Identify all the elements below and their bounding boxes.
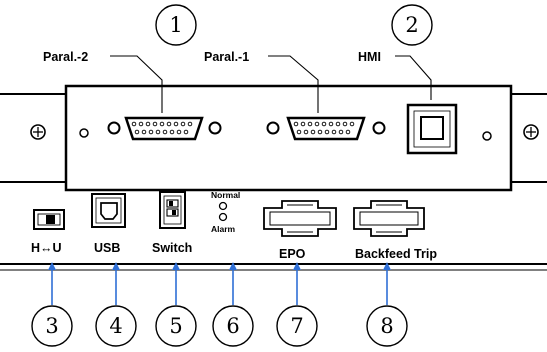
mount-hole-right	[482, 131, 492, 141]
backfeed-trip-label: Backfeed Trip	[355, 247, 437, 261]
svg-text:3: 3	[45, 314, 58, 338]
backfeed-trip-connector	[353, 200, 425, 237]
svg-text:5: 5	[169, 314, 182, 338]
svg-text:1: 1	[169, 13, 182, 37]
callout-2: 2	[391, 4, 433, 46]
screw-left	[30, 124, 46, 140]
blue-leaders	[48, 262, 391, 305]
paral-1-label: Paral.-1	[204, 50, 249, 64]
callout-4: 4	[95, 305, 137, 347]
leader-7	[293, 262, 301, 305]
normal-led	[218, 201, 228, 211]
paral-2-leader	[110, 55, 163, 113]
hmi-connector	[406, 103, 458, 155]
callout-6: 6	[212, 305, 254, 347]
dip-switch	[159, 191, 186, 229]
alarm-label: Alarm	[211, 224, 236, 234]
svg-text:6: 6	[226, 314, 239, 338]
usb-port	[91, 193, 126, 228]
svg-text:8: 8	[380, 314, 393, 338]
switch-label: Switch	[152, 241, 192, 255]
h-u-selector	[33, 209, 65, 230]
leader-5	[172, 262, 180, 305]
screw-right	[523, 124, 539, 140]
svg-text:7: 7	[290, 314, 303, 338]
callout-8: 8	[366, 305, 408, 347]
epo-connector	[263, 200, 337, 237]
callout-7: 7	[276, 305, 318, 347]
alarm-led	[218, 212, 228, 222]
leader-6	[229, 262, 237, 305]
paral-1-leader	[268, 55, 319, 113]
callout-5: 5	[155, 305, 197, 347]
leader-4	[112, 262, 120, 305]
svg-text:4: 4	[109, 314, 122, 338]
paral-2-connector	[107, 116, 222, 141]
hmi-label: HMI	[358, 50, 381, 64]
paral-2-label: Paral.-2	[43, 50, 88, 64]
hmi-leader	[395, 55, 432, 100]
leader-8	[383, 262, 391, 305]
normal-label: Normal	[211, 190, 240, 200]
svg-text:2: 2	[405, 13, 418, 37]
usb-label: USB	[94, 241, 120, 255]
paral-1-connector	[266, 116, 386, 141]
callout-1: 1	[155, 4, 197, 46]
mount-hole-left	[79, 128, 89, 138]
leader-3	[48, 262, 56, 305]
epo-label: EPO	[279, 247, 306, 261]
callout-3: 3	[31, 305, 73, 347]
h-u-label: H↔U	[31, 241, 62, 255]
